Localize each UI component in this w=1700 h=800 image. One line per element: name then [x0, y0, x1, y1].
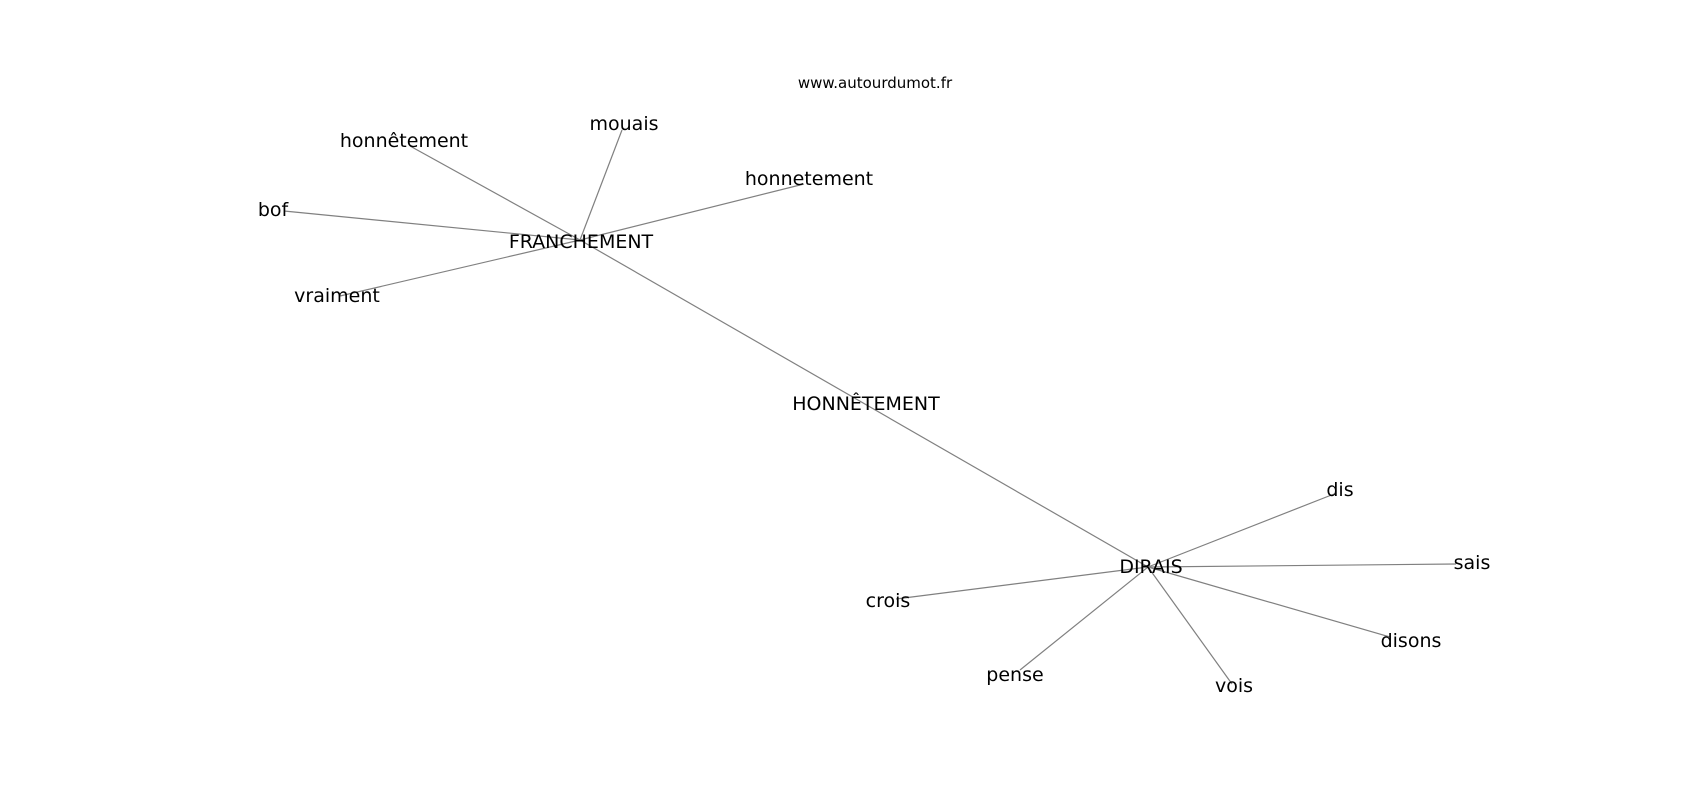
node-label-dirais: DIRAIS	[1119, 556, 1182, 578]
edge-dirais-disons	[1147, 566, 1391, 638]
node-label-crois: crois	[866, 590, 911, 612]
node-label-bof: bof	[258, 199, 290, 221]
node-label-sais: sais	[1454, 552, 1491, 574]
edge-dirais-sais	[1147, 563, 1457, 568]
node-label-vraiment: vraiment	[294, 285, 380, 307]
node-label-franchement: FRANCHEMENT	[509, 231, 654, 253]
edge-dirais-pense	[1019, 566, 1149, 671]
edge-franchement-honnetement_acc	[409, 145, 581, 241]
edge-dirais-vois	[1147, 566, 1233, 685]
node-label-disons: disons	[1381, 630, 1442, 652]
graph-nodes: HONNÊTEMENT FRANCHEMENT DIRAIS honnêtement m…	[258, 113, 1491, 697]
node-label-dis: dis	[1326, 479, 1353, 501]
node-label-pense: pense	[986, 664, 1043, 686]
edge-dirais-crois	[895, 566, 1149, 600]
node-label-mouais: mouais	[590, 113, 659, 135]
graph-edges	[283, 129, 1457, 685]
edge-franchement-mouais	[579, 129, 623, 241]
edge-franchement-vraiment	[339, 239, 581, 297]
node-label-honnetement_acc: honnêtement	[340, 130, 468, 152]
node-label-vois: vois	[1215, 675, 1253, 697]
node-label-honnetement_center: HONNÊTEMENT	[792, 392, 940, 415]
edge-dirais-dis	[1147, 493, 1335, 568]
edge-franchement-honnetement_plain	[579, 183, 805, 241]
edge-franchement-dirais	[579, 239, 1149, 568]
watermark: www.autourdumot.fr	[798, 74, 953, 92]
node-label-honnetement_plain: honnetement	[745, 168, 873, 190]
edge-franchement-bof	[283, 210, 581, 241]
